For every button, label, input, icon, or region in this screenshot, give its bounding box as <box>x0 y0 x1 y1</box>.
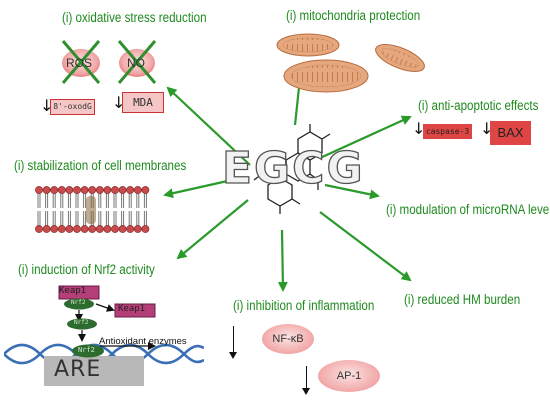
no-text: NO <box>127 56 145 70</box>
down-arrow-caspase: ↓ <box>412 119 426 138</box>
nrf2-label: (i) induction of Nrf2 activity <box>18 262 155 277</box>
arrow-to-membranes <box>163 178 233 199</box>
anti-apoptotic-label: (i) anti-apoptotic effects <box>418 98 539 113</box>
mitochondria-icons <box>276 33 425 93</box>
arrow-to-hm-burden <box>319 211 412 282</box>
nfkb-ellipse: NF-κB <box>262 324 314 354</box>
arrow-to-microrna <box>324 183 380 200</box>
keap1-text-released: Keap1 <box>118 304 146 314</box>
marker-caspase-3: caspase-3 <box>423 124 472 139</box>
oxidative-stress-label: (i) oxidative stress reduction <box>62 10 207 25</box>
marker-mda: MDA <box>122 92 164 113</box>
nrf2-ellipse-bound <box>64 298 94 310</box>
arrow-to-inflammation <box>277 229 288 292</box>
antioxidant-enzymes-text: Antioxidant enzymes <box>99 336 187 347</box>
ap1-ellipse: AP-1 <box>318 360 380 392</box>
nrf2-text-free: Nrf2 <box>74 319 89 326</box>
nrf2-text-bound: Nrf2 <box>71 299 86 306</box>
cell-membranes-label: (i) stabilization of cell membranes <box>14 158 187 173</box>
nrf2-ellipse-free <box>67 318 97 330</box>
arrow-to-apoptotic <box>319 115 412 160</box>
down-arrow-ap1 <box>306 366 307 392</box>
down-arrow-nfkb <box>233 326 234 356</box>
effect-arrows <box>163 76 412 292</box>
no-cross <box>117 40 157 84</box>
mitochondria-label: (i) mitochondria protection <box>286 8 421 23</box>
nrf2-pathway-icon <box>4 285 204 386</box>
ros-cross <box>61 40 101 84</box>
nrf2-ellipse-nuclear <box>72 344 104 358</box>
dna-helix <box>4 343 204 365</box>
hm-burden-label: (i) reduced HM burden <box>404 292 521 307</box>
down-arrowhead-ap1 <box>302 388 310 395</box>
inflammation-label: (i) inhibition of inflammation <box>233 298 375 313</box>
keap1-release-arrow <box>95 303 115 312</box>
marker-8oxodg: 8'-oxodG <box>50 99 95 115</box>
nrf2-text-nuclear: Nrf2 <box>78 346 95 354</box>
marker-bax: BAX <box>490 121 531 145</box>
egcg-molecule-label: EGCG <box>221 143 365 194</box>
mitochondrion-3 <box>375 44 425 72</box>
microrna-label: (i) modulation of microRNA levels <box>386 202 550 217</box>
arrow-to-oxidative <box>166 86 251 166</box>
lipid-bilayer-icon <box>35 186 150 233</box>
ros-text: ROS <box>66 56 93 70</box>
egcg-molecule-structure <box>253 124 331 214</box>
keap1-box-released <box>114 303 156 318</box>
mitochondrion-2 <box>283 59 369 93</box>
mitochondrion-1 <box>276 33 340 57</box>
are-text: ARE <box>54 357 102 382</box>
oxidative-icons <box>61 40 157 84</box>
are-box <box>44 356 144 386</box>
keap1-text-bound: Keap1 <box>59 286 87 296</box>
arrow-to-nrf2 <box>176 199 249 260</box>
down-arrowhead-nfkb <box>229 352 237 359</box>
